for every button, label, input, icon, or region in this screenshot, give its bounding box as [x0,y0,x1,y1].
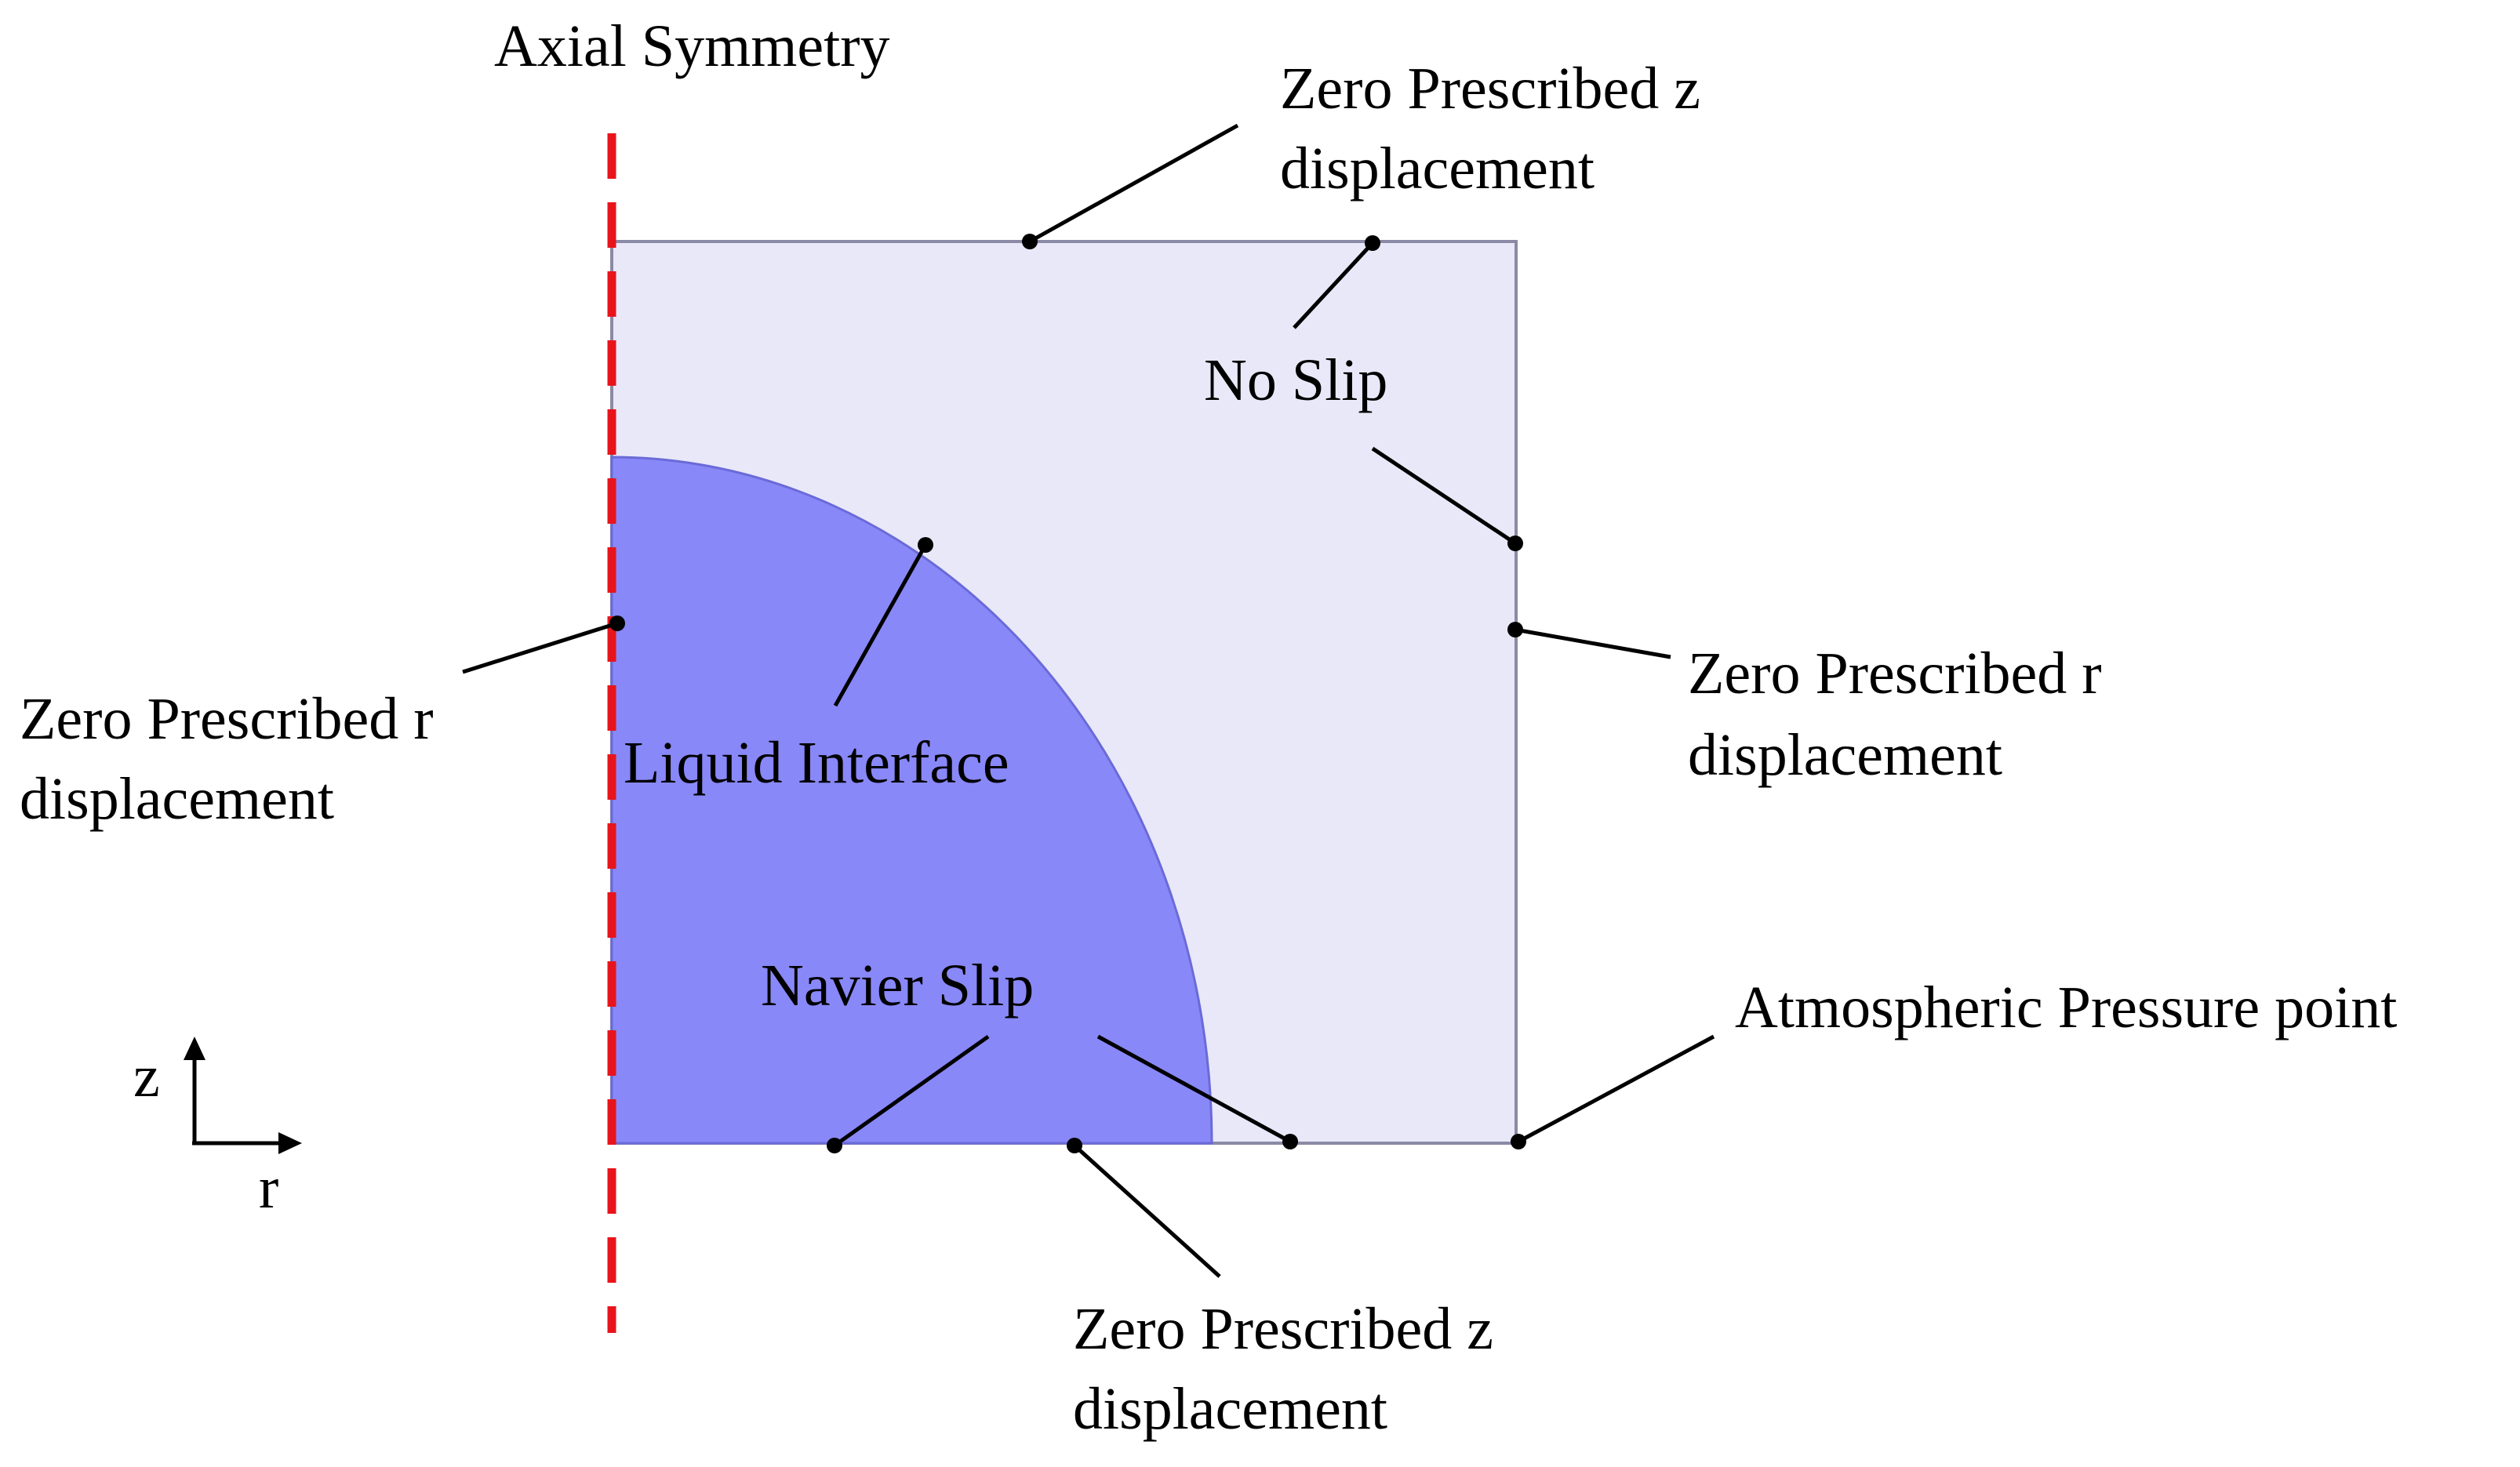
r-axis-arrowhead [278,1132,302,1154]
leader-no-slip-right [1371,446,1517,546]
z-axis-label: z [133,1044,160,1109]
leader-atmospheric-point [1517,1034,1715,1144]
bottom-boundary-label: Zero Prescribed z displacement [1073,1296,1493,1442]
dot-navier-slip-left [827,1138,842,1153]
left-boundary-label: Zero Prescribed r displacement [20,686,434,832]
right-boundary-label: Zero Prescribed r displacement [1688,641,2102,788]
leader-liquid-interface [833,543,928,707]
r-axis-label: r [259,1155,278,1221]
dot-navier-slip-right [1282,1134,1298,1149]
left-boundary-label-line1: Zero Prescribed r [20,686,434,752]
right-boundary-label-line2: displacement [1688,722,2002,788]
leader-lines [462,123,1715,1278]
no-slip-label: No Slip [1204,347,1387,413]
atmospheric-pressure-point-label: Atmospheric Pressure point [1735,975,2397,1040]
top-boundary-label: Zero Prescribed z displacement [1280,56,1700,202]
dot-no-slip-right [1507,536,1523,551]
top-boundary-label-line2: displacement [1280,136,1595,202]
navier-slip-label: Navier Slip [761,953,1034,1019]
leader-bottom-boundary [1073,1144,1221,1278]
leader-navier-slip-left [833,1034,990,1148]
coordinate-axes: z r [133,1037,302,1221]
axial-symmetry-label: Axial Symmetry [494,13,890,79]
dot-bottom-boundary [1067,1138,1082,1153]
anchor-dots [609,234,1526,1153]
leader-navier-slip-right [1096,1034,1292,1144]
dot-right-boundary [1507,622,1523,637]
right-boundary-label-line1: Zero Prescribed r [1688,641,2102,706]
dot-atmospheric-point [1511,1134,1526,1149]
dot-left-boundary [609,615,625,631]
left-boundary-label-line2: displacement [20,766,334,832]
z-axis-arrowhead [184,1037,205,1060]
leader-right-boundary [1515,627,1671,659]
bottom-boundary-label-line1: Zero Prescribed z [1073,1296,1493,1362]
liquid-interface-label: Liquid Interface [624,730,1009,796]
dot-no-slip-top [1365,235,1380,251]
bottom-boundary-label-line2: displacement [1073,1376,1387,1442]
leader-left-boundary [462,621,618,674]
top-boundary-label-line1: Zero Prescribed z [1280,56,1700,122]
liquid-droplet [610,456,1213,1145]
leader-top-boundary [1028,123,1239,244]
leader-no-slip-top [1293,241,1374,329]
dot-liquid-interface [918,537,933,553]
dot-top-boundary [1022,234,1038,249]
